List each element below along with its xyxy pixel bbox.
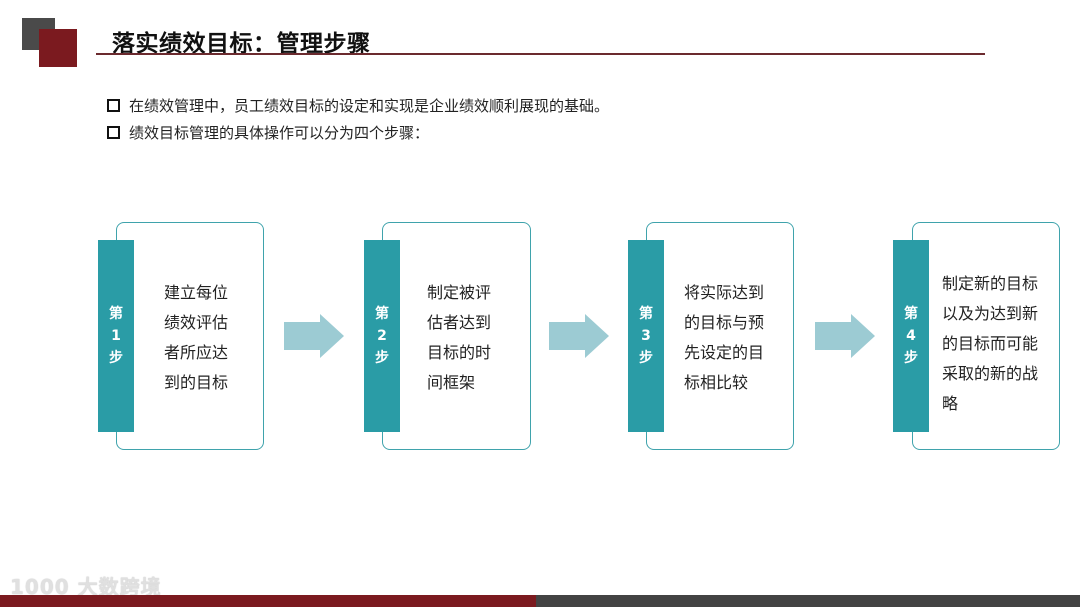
- step-4-label: 第 4 步: [893, 240, 929, 432]
- step-text-line: 间框架: [427, 373, 476, 392]
- bullet-item: 在绩效管理中，员工绩效目标的设定和实现是企业绩效顺利展现的基础。: [107, 92, 609, 119]
- right-arrow-icon: [815, 314, 875, 358]
- step-text-line: 绩效评估: [164, 313, 229, 332]
- footer-bar-red: [0, 595, 536, 607]
- right-arrow-icon: [284, 314, 344, 358]
- step-label-char: 第: [639, 306, 653, 322]
- step-label-char: 步: [639, 350, 653, 366]
- step-label-char: 第: [109, 306, 123, 322]
- square-bullet-icon: [107, 126, 120, 139]
- step-4-card: [912, 222, 1060, 450]
- step-text-line: 制定新的目标: [942, 274, 1039, 293]
- step-text-line: 者所应达: [164, 343, 229, 362]
- step-text-line: 以及为达到新: [942, 304, 1039, 323]
- step-number: 3: [641, 328, 651, 344]
- step-3-card: [646, 222, 794, 450]
- step-text-line: 估者达到: [427, 313, 492, 332]
- step-text-line: 先设定的目: [684, 343, 765, 362]
- bullet-text: 在绩效管理中，员工绩效目标的设定和实现是企业绩效顺利展现的基础。: [129, 97, 610, 115]
- step-text-line: 略: [942, 394, 959, 413]
- step-text-line: 将实际达到: [684, 283, 765, 302]
- bullet-item: 绩效目标管理的具体操作可以分为四个步骤：: [107, 119, 609, 146]
- step-label-char: 步: [904, 350, 918, 366]
- page-title: 落实绩效目标：管理步骤: [112, 31, 371, 57]
- step-label-char: 步: [109, 350, 123, 366]
- step-text-line: 建立每位: [164, 283, 229, 302]
- step-text-line: 目标的时: [427, 343, 492, 362]
- step-2-card: [382, 222, 531, 450]
- footer-bar-gray: [536, 595, 1080, 607]
- bullet-text: 绩效目标管理的具体操作可以分为四个步骤：: [129, 124, 430, 142]
- step-number: 4: [906, 328, 916, 344]
- right-arrow-icon: [549, 314, 609, 358]
- step-4-text: 制定新的目标 以及为达到新 的目标而可能 采取的新的战 略: [942, 269, 1038, 419]
- step-text-line: 的目标与预: [684, 313, 765, 332]
- step-text-line: 的目标而可能: [942, 334, 1039, 353]
- step-text-line: 制定被评: [427, 283, 492, 302]
- step-label-char: 步: [375, 350, 389, 366]
- step-number: 1: [111, 328, 121, 344]
- step-3-text: 将实际达到 的目标与预 先设定的目 标相比较: [684, 278, 764, 398]
- step-1-text: 建立每位 绩效评估 者所应达 到的目标: [164, 278, 228, 398]
- title-underline: [96, 53, 985, 55]
- step-label-char: 第: [375, 306, 389, 322]
- step-text-line: 标相比较: [684, 373, 749, 392]
- step-1-label: 第 1 步: [98, 240, 134, 432]
- step-number: 2: [377, 328, 387, 344]
- step-text-line: 到的目标: [164, 373, 229, 392]
- step-3-label: 第 3 步: [628, 240, 664, 432]
- step-text-line: 采取的新的战: [942, 364, 1039, 383]
- square-bullet-icon: [107, 99, 120, 112]
- step-label-char: 第: [904, 306, 918, 322]
- step-2-label: 第 2 步: [364, 240, 400, 432]
- step-2-text: 制定被评 估者达到 目标的时 间框架: [427, 278, 491, 398]
- logo-red-square: [39, 29, 77, 67]
- bullet-list: 在绩效管理中，员工绩效目标的设定和实现是企业绩效顺利展现的基础。 绩效目标管理的…: [107, 92, 609, 146]
